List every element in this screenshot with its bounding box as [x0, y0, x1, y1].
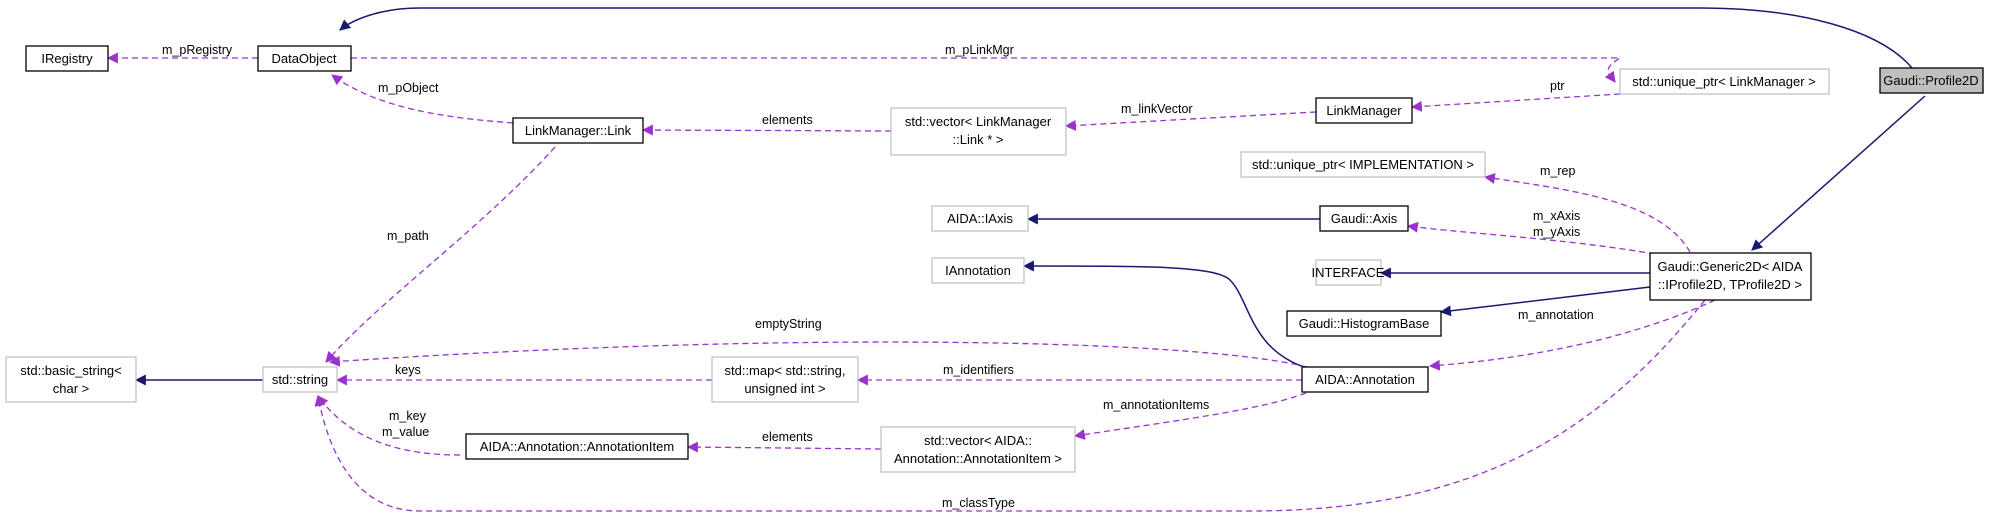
- node-interface[interactable]: INTERFACE: [1312, 259, 1385, 286]
- node-vector-annotation-item-label-1: std::vector< AIDA::: [924, 433, 1032, 448]
- node-iannotation-label: IAnnotation: [945, 263, 1011, 278]
- label-m-plinkmgr: m_pLinkMgr: [945, 43, 1014, 57]
- edge-profile2d-generic2d: [1751, 95, 1926, 251]
- label-m-path: m_path: [387, 229, 429, 243]
- node-linkmanager-link[interactable]: LinkManager::Link: [512, 117, 644, 144]
- node-generic2d[interactable]: Gaudi::Generic2D< AIDA ::IProfile2D, TPr…: [1649, 252, 1812, 301]
- label-m-key: m_key: [389, 409, 427, 423]
- node-iregistry-label: IRegistry: [41, 51, 93, 66]
- label-m-yaxis: m_yAxis: [1533, 225, 1580, 239]
- node-dataobject[interactable]: DataObject: [257, 45, 352, 72]
- label-elements-item: elements: [762, 430, 813, 444]
- label-m-pregistry: m_pRegistry: [162, 43, 233, 57]
- label-m-value: m_value: [382, 425, 429, 439]
- edge-m-plinkmgr: [351, 57, 1623, 83]
- node-gaudi-axis[interactable]: Gaudi::Axis: [1319, 205, 1409, 232]
- node-unique-ptr-implementation-label: std::unique_ptr< IMPLEMENTATION >: [1252, 157, 1474, 172]
- node-basic-string-label-2: char >: [53, 381, 90, 396]
- node-aida-annotation-label: AIDA::Annotation: [1315, 372, 1415, 387]
- edge-elements-link: [641, 124, 892, 136]
- node-unique-ptr-implementation[interactable]: std::unique_ptr< IMPLEMENTATION >: [1240, 151, 1486, 178]
- node-dataobject-label: DataObject: [271, 51, 336, 66]
- label-elements-link: elements: [762, 113, 813, 127]
- edge-m-axis: [1406, 221, 1656, 255]
- node-interface-label: INTERFACE: [1312, 265, 1385, 280]
- node-profile2d-label: Gaudi::Profile2D: [1883, 73, 1978, 88]
- node-generic2d-label-2: ::IProfile2D, TProfile2D >: [1658, 277, 1802, 292]
- node-basic-string-label-1: std::basic_string<: [20, 363, 122, 378]
- node-aida-iaxis[interactable]: AIDA::IAxis: [931, 205, 1029, 232]
- node-histogrambase[interactable]: Gaudi::HistogramBase: [1286, 310, 1442, 337]
- node-linkmanager[interactable]: LinkManager: [1315, 97, 1413, 124]
- node-vector-annotation-item[interactable]: std::vector< AIDA:: Annotation::Annotati…: [880, 426, 1076, 473]
- edge-generic2d-histogrambase: [1439, 286, 1651, 317]
- node-std-string-label: std::string: [272, 372, 328, 387]
- label-m-identifiers: m_identifiers: [943, 363, 1014, 377]
- node-iannotation[interactable]: IAnnotation: [931, 257, 1025, 284]
- label-m-rep: m_rep: [1540, 164, 1575, 178]
- node-unique-ptr-linkmanager-label: std::unique_ptr< LinkManager >: [1632, 74, 1816, 89]
- edge-m-path: [325, 146, 556, 363]
- label-m-linkvector: m_linkVector: [1121, 102, 1193, 116]
- node-gaudi-axis-label: Gaudi::Axis: [1331, 211, 1398, 226]
- label-ptr: ptr: [1550, 79, 1565, 93]
- node-std-string[interactable]: std::string: [262, 366, 338, 393]
- node-linkmanager-link-label: LinkManager::Link: [525, 123, 632, 138]
- node-vector-link[interactable]: std::vector< LinkManager ::Link * >: [890, 107, 1067, 156]
- node-aida-annotation[interactable]: AIDA::Annotation: [1301, 366, 1429, 393]
- edge-m-annotation: [1428, 299, 1716, 371]
- node-vector-annotation-item-label-2: Annotation::AnnotationItem >: [894, 451, 1062, 466]
- edge-ptr: [1410, 93, 1621, 112]
- edge-m-rep: [1483, 173, 1691, 253]
- label-m-annotationitems: m_annotationItems: [1103, 398, 1209, 412]
- label-m-annotation: m_annotation: [1518, 308, 1594, 322]
- edge-m-pobject: [331, 74, 514, 124]
- node-profile2d[interactable]: Gaudi::Profile2D: [1879, 67, 1984, 94]
- node-generic2d-label-1: Gaudi::Generic2D< AIDA: [1658, 259, 1803, 274]
- edge-m-linkvector: [1064, 111, 1317, 131]
- node-histogrambase-label: Gaudi::HistogramBase: [1299, 316, 1430, 331]
- edge-m-key-value: [317, 395, 461, 456]
- label-m-pobject: m_pObject: [378, 81, 439, 95]
- label-m-classtype: m_classType: [942, 496, 1015, 510]
- node-std-map-label-2: unsigned int >: [744, 381, 825, 396]
- node-iregistry[interactable]: IRegistry: [25, 45, 109, 72]
- node-basic-string[interactable]: std::basic_string< char >: [5, 356, 137, 403]
- edge-emptystring: [328, 341, 1308, 368]
- edge-profile2d-dataobject: [339, 7, 1913, 69]
- edge-elements-item: [686, 441, 882, 453]
- edge-m-classtype: [314, 299, 1706, 512]
- node-aida-iaxis-label: AIDA::IAxis: [947, 211, 1013, 226]
- label-keys: keys: [395, 363, 421, 377]
- node-vector-link-label-2: ::Link * >: [953, 132, 1004, 147]
- node-unique-ptr-linkmanager[interactable]: std::unique_ptr< LinkManager >: [1619, 68, 1830, 95]
- node-std-map[interactable]: std::map< std::string, unsigned int >: [711, 356, 859, 403]
- node-annotation-item-label: AIDA::Annotation::AnnotationItem: [480, 439, 674, 454]
- label-emptystring: emptyString: [755, 317, 822, 331]
- edge-annotation-iannotation: [1022, 260, 1308, 369]
- node-linkmanager-label: LinkManager: [1326, 103, 1402, 118]
- node-std-map-label-1: std::map< std::string,: [724, 363, 845, 378]
- label-m-xaxis: m_xAxis: [1533, 209, 1580, 223]
- node-vector-link-label-1: std::vector< LinkManager: [905, 114, 1052, 129]
- node-annotation-item[interactable]: AIDA::Annotation::AnnotationItem: [465, 433, 689, 460]
